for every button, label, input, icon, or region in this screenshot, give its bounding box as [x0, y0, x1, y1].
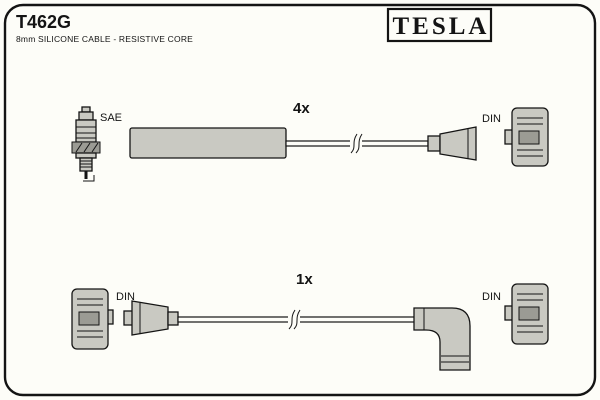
brand-logo: TESLA: [386, 7, 493, 43]
break-mark: [350, 133, 358, 154]
break-mark: [293, 309, 301, 330]
part-number: T462G: [16, 12, 71, 32]
straight-boot: [129, 127, 287, 159]
quantity-bottom: 1x: [296, 271, 313, 288]
break-mark: [288, 309, 296, 330]
terminal-block-bottom-left: [71, 288, 114, 350]
elbow-boot: [413, 307, 471, 371]
din-plug-bottom: [123, 300, 179, 336]
brand-logo-box: [386, 7, 493, 43]
wire-bottom: [177, 309, 419, 330]
brand-logo-text: TESLA: [393, 13, 490, 40]
din-plug-top: [427, 126, 477, 161]
spark-plug-icon: [71, 106, 101, 182]
terminal-block-bottom-right: [504, 283, 549, 345]
quantity-top: 4x: [293, 100, 310, 117]
wire-top: [285, 133, 429, 154]
label-sae: SAE: [100, 112, 122, 124]
terminal-block-top-right: [504, 107, 549, 167]
cable-spec: 8mm SILICONE CABLE - RESISTIVE CORE: [16, 34, 193, 44]
row-straight-cable: SAE 4x DIN: [71, 100, 549, 182]
row-elbow-cable: DIN 1x DIN: [71, 271, 549, 371]
break-mark: [355, 133, 363, 154]
label-din-bottom-left: DIN: [116, 291, 135, 303]
card-border: [3, 3, 597, 397]
label-din-bottom-right: DIN: [482, 291, 501, 303]
label-din-top: DIN: [482, 113, 501, 125]
